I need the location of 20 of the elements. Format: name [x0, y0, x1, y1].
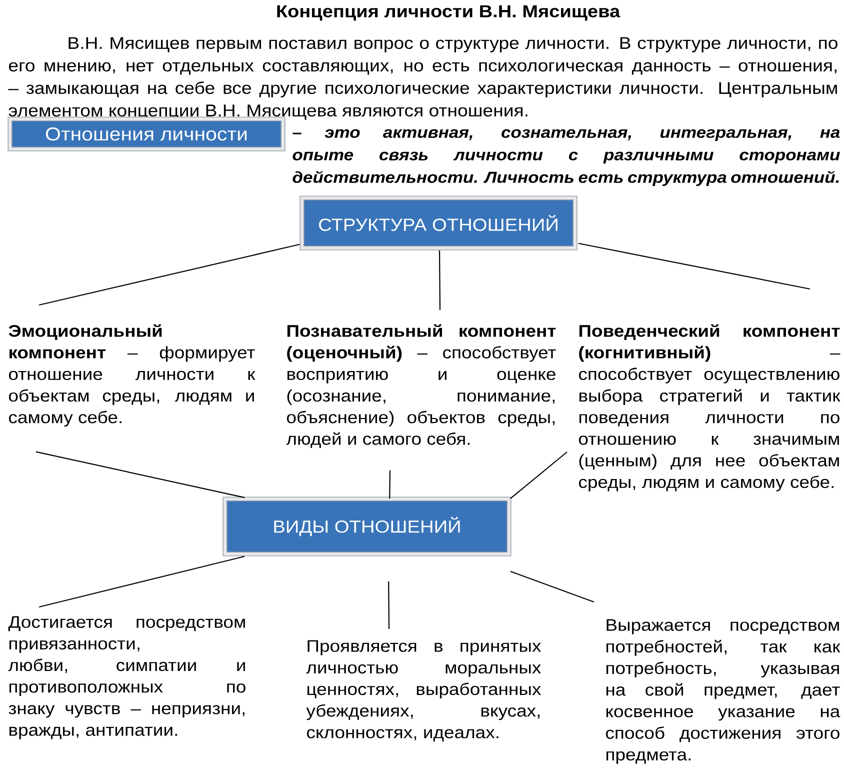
connector-line: [510, 570, 594, 603]
connector-line: [388, 581, 390, 629]
connector-line: [510, 452, 568, 500]
description-text: Поведенческий компонент (когнитивный) – способствует осуществлению выбора стратегий и тактик поведения личности по отношению к значимым (ценным) для нее объектам среды, людям и самому себе.: [578, 324, 840, 492]
heading-box: ВИДЫ ОТНОШЕНИЙ: [222, 496, 512, 556]
description-text: Эмоциональный компонент – формирует отношение личности к объектам среды, людям и самому себе.: [8, 324, 256, 427]
definition-text: – это активная, сознательная, интегральная, на опыте связь личности с различными сторонами действительности. Личность есть структура отношений.: [292, 129, 840, 186]
description-text: Достигается посредством привязанности, любви, симпатии и противоположных по знаку чувств – неприязни, вражды, антипатии.: [8, 616, 246, 740]
connector-line: [38, 244, 300, 306]
label-box: Отношения личности: [8, 116, 286, 152]
connector-line: [578, 242, 810, 290]
heading-box: СТРУКТУРА ОТНОШЕНИЙ: [300, 196, 578, 250]
connector-line: [389, 470, 391, 499]
description-text: Проявляется в принятых личностью моральных ценностях, выработанных убеждениях, вкусах, склонностях, идеалах.: [306, 640, 541, 742]
title: Концепция личности В.Н. Мясищева: [277, 5, 620, 21]
description-text: Выражается посредством потребностей, так как потребность, указывая на свой предмет, дает косвенное указание на способ достижения этого предмета.: [606, 619, 840, 764]
description-text: Познавательный компонент (оценочный) – способствует восприятию и оценке (осознание, понимание, объяснение) объектов среды, людей и самого себя.: [286, 324, 556, 448]
connector-line: [438, 250, 441, 310]
connector-line: [36, 451, 245, 498]
connector-line: [38, 556, 245, 608]
